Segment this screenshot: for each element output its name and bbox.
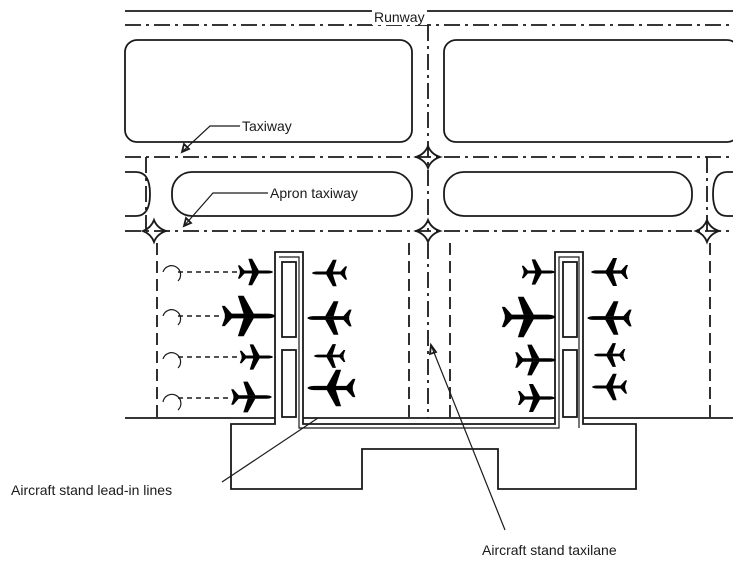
lead-in-lines-label: Aircraft stand lead-in lines: [9, 482, 175, 498]
aircraft-icon: [515, 344, 556, 376]
terminal-building: [230, 251, 637, 490]
runway: [125, 10, 733, 26]
apron-boundaries: [125, 243, 733, 419]
stand-lead-in-lines: [162, 265, 238, 411]
aircraft-icon: [221, 295, 276, 337]
aircraft-icon: [307, 301, 352, 335]
aircraft-icon: [311, 259, 348, 287]
aircraft-icons: [221, 258, 632, 413]
aircraft-icon: [239, 344, 274, 370]
aircraft-icon: [593, 343, 626, 367]
aircraft-icon: [591, 258, 628, 286]
aircraft-icon: [501, 296, 556, 338]
taxiway-islands: [125, 171, 733, 217]
taxiway-label: Taxiway: [240, 118, 294, 134]
label-leaders: [180, 125, 506, 531]
aircraft-icon: [521, 259, 556, 285]
aircraft-icon: [231, 381, 272, 413]
aircraft-icon: [313, 344, 346, 368]
stand-taxilane-label: Aircraft stand taxilane: [480, 542, 619, 558]
aircraft-icon: [587, 301, 632, 335]
aircraft-icon: [307, 369, 356, 407]
runway-label: Runway: [372, 9, 427, 25]
upper-grass-areas: [124, 39, 733, 143]
aircraft-icon: [237, 258, 274, 286]
aircraft-icon: [591, 373, 628, 401]
aircraft-icon: [518, 384, 555, 412]
taxiway-centerlines: [125, 25, 733, 245]
apron-taxiway-label: Apron taxiway: [268, 185, 360, 201]
